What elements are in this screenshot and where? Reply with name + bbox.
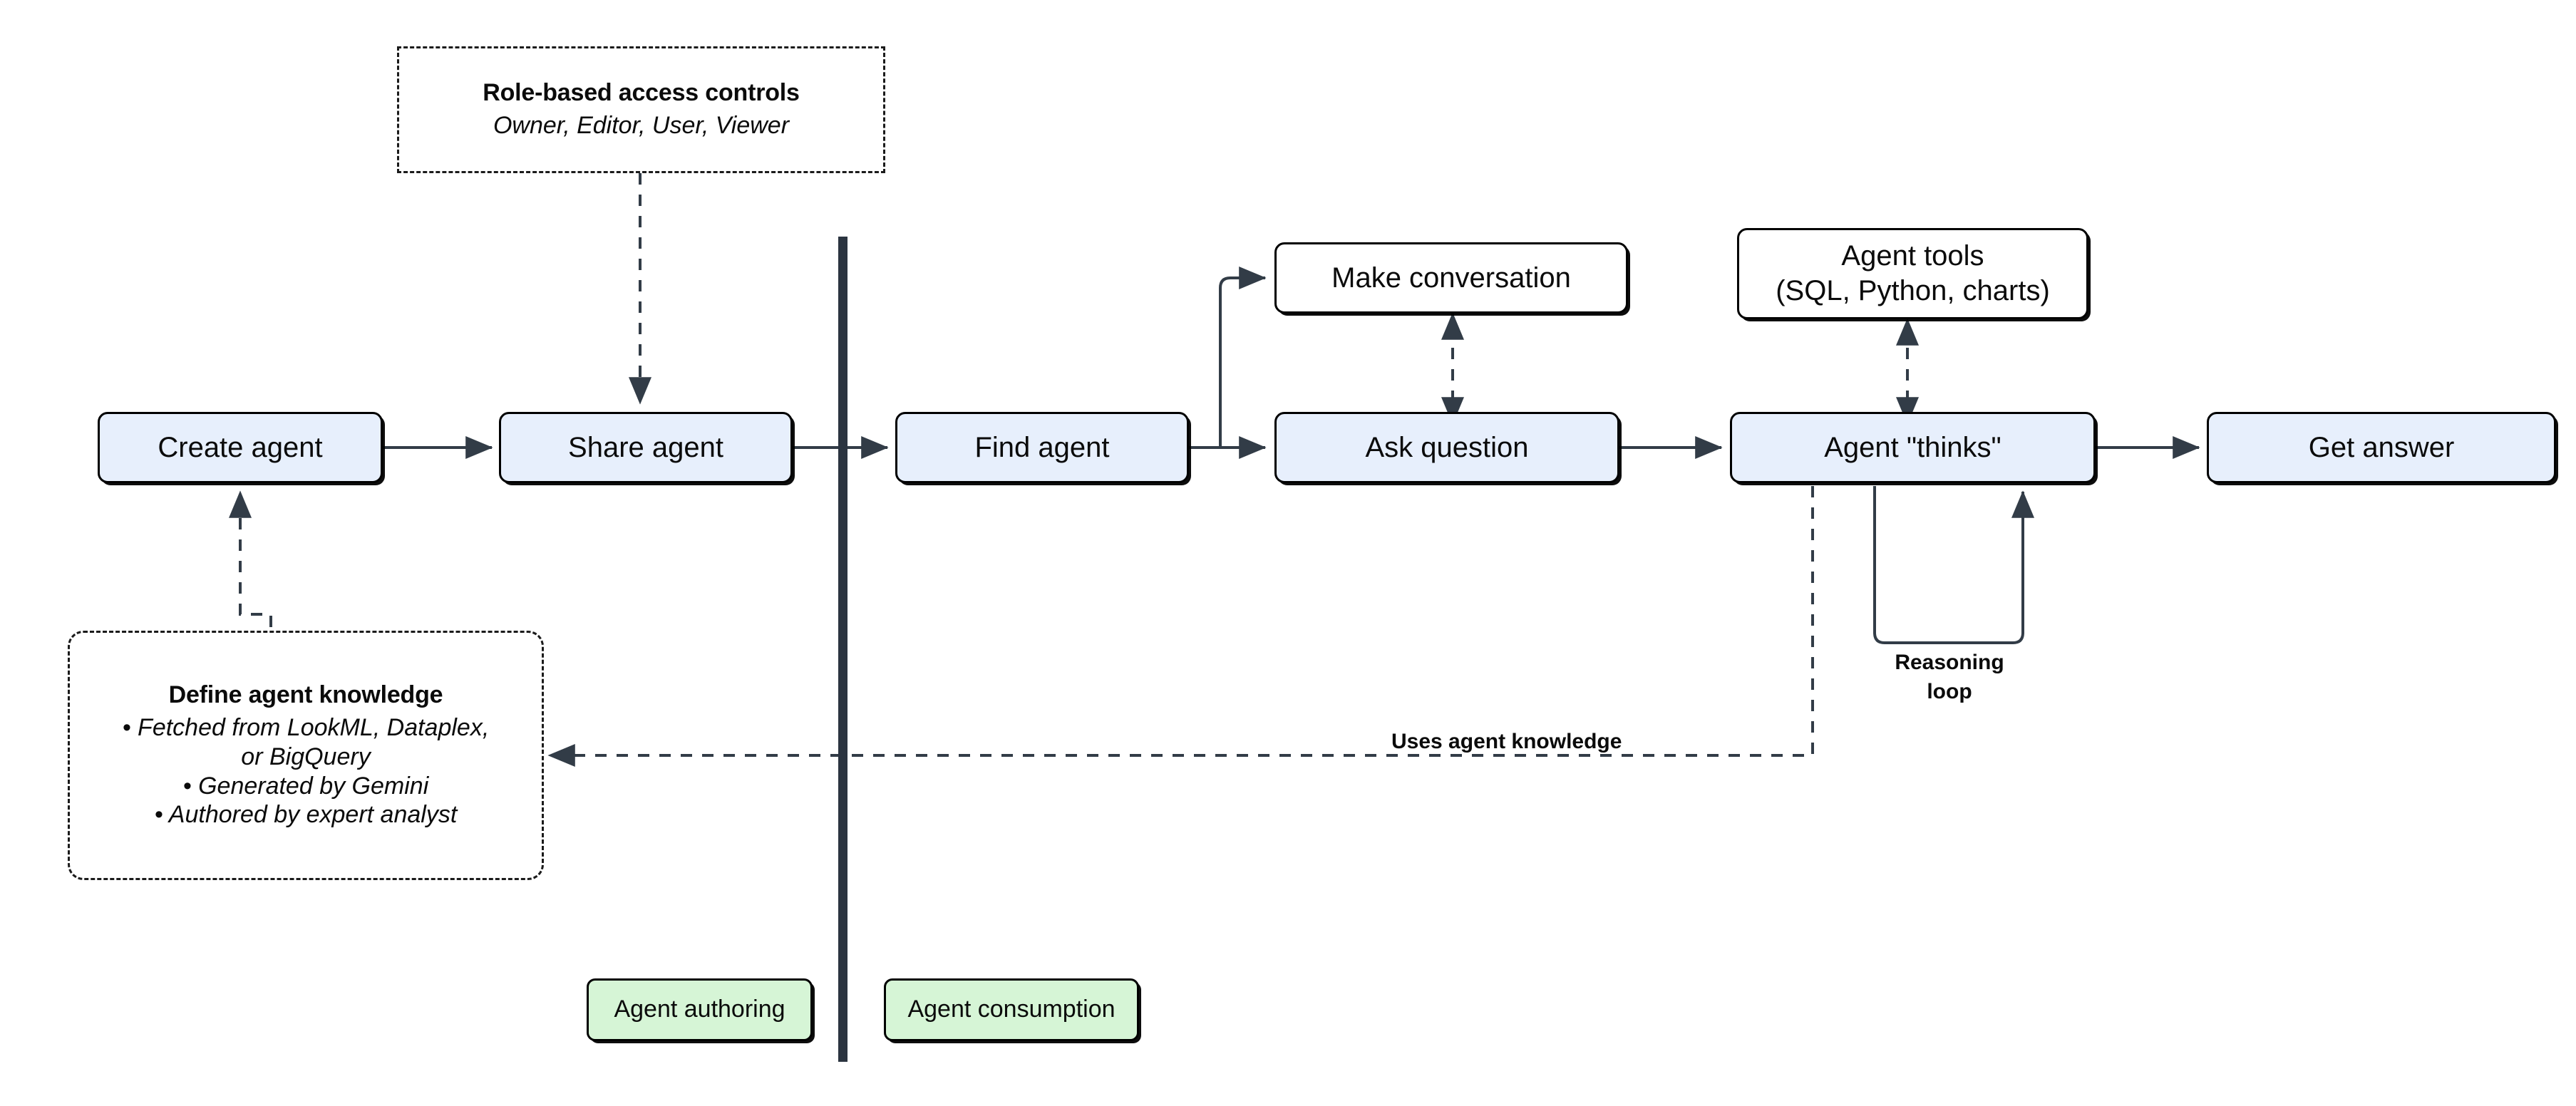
- node-agent-tools[interactable]: Agent tools (SQL, Python, charts): [1737, 228, 2088, 319]
- node-get-answer[interactable]: Get answer: [2207, 412, 2556, 483]
- node-make-conversation[interactable]: Make conversation: [1274, 242, 1628, 314]
- node-ask-question-label: Ask question: [1365, 431, 1529, 463]
- knowledge-bullet-2: • Authored by expert analyst: [154, 801, 458, 829]
- node-agent-thinks-label: Agent "thinks": [1824, 431, 2001, 463]
- knowledge-bullet-list: • Fetched from LookML, Dataplex, or BigQ…: [123, 713, 490, 830]
- swimlane-divider: [838, 237, 847, 1062]
- edge-find-to-make-conversation: [1219, 267, 1267, 448]
- legend-agent-consumption[interactable]: Agent consumption: [884, 978, 1139, 1041]
- node-get-answer-label: Get answer: [2308, 431, 2455, 463]
- node-find-agent-label: Find agent: [974, 431, 1110, 463]
- reasoning-loop-line1: Reasoning: [1895, 651, 2004, 674]
- legend-agent-authoring[interactable]: Agent authoring: [587, 978, 813, 1041]
- rbac-detail: Owner, Editor, User, Viewer: [493, 112, 790, 140]
- node-agent-tools-label-line1: Agent tools: [1841, 240, 1984, 272]
- knowledge-bullet-1: • Generated by Gemini: [182, 772, 429, 800]
- legend-agent-consumption-label: Agent consumption: [907, 996, 1116, 1023]
- node-share-agent[interactable]: Share agent: [499, 412, 793, 483]
- define-agent-knowledge-note: Define agent knowledge • Fetched from Lo…: [68, 631, 544, 880]
- knowledge-heading: Define agent knowledge: [168, 681, 443, 708]
- edge-label-uses-agent-knowledge: Uses agent knowledge: [1386, 730, 1628, 754]
- node-create-agent-label: Create agent: [158, 431, 323, 463]
- node-agent-thinks[interactable]: Agent "thinks": [1730, 412, 2096, 483]
- edge-reasoning-loop: [1873, 486, 2034, 644]
- reasoning-loop-line2: loop: [1927, 679, 1972, 703]
- node-ask-question[interactable]: Ask question: [1274, 412, 1619, 483]
- node-make-conversation-label: Make conversation: [1331, 262, 1571, 294]
- uses-agent-knowledge-text: Uses agent knowledge: [1391, 730, 1622, 753]
- edge-label-reasoning-loop: Reasoning loop: [1860, 648, 2039, 706]
- node-share-agent-label: Share agent: [568, 431, 723, 463]
- rbac-heading: Role-based access controls: [483, 79, 800, 107]
- role-based-access-controls-note: Role-based access controls Owner, Editor…: [397, 46, 885, 173]
- node-find-agent[interactable]: Find agent: [895, 412, 1189, 483]
- legend-agent-authoring-label: Agent authoring: [614, 996, 785, 1023]
- edge-uses-agent-knowledge: [547, 486, 1814, 767]
- node-agent-tools-label-line2: (SQL, Python, charts): [1776, 275, 2050, 306]
- knowledge-bullet-0: • Fetched from LookML, Dataplex, or BigQ…: [122, 713, 490, 770]
- node-create-agent[interactable]: Create agent: [98, 412, 383, 483]
